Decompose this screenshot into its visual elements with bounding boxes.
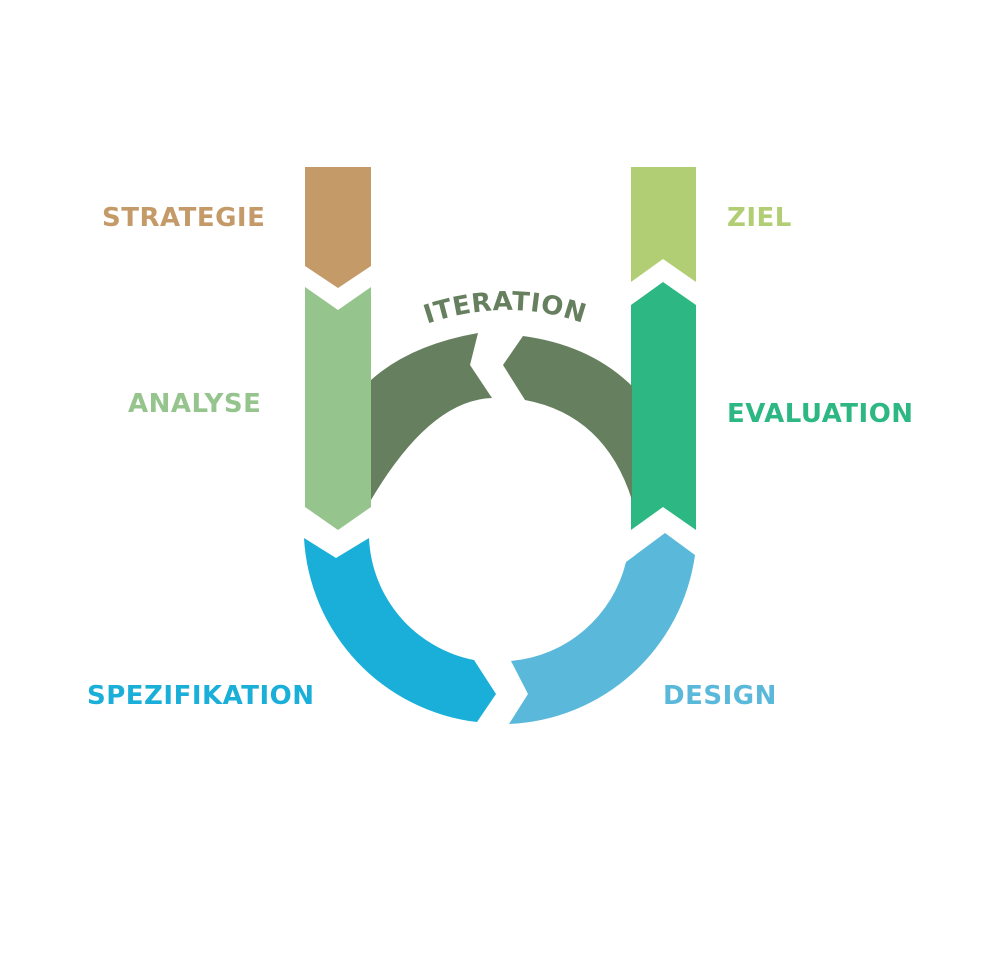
iteration-label-path: ITERATION [420,287,589,331]
strategie-label: STRATEGIE [102,203,266,233]
design-label: DESIGN [663,681,777,711]
iteration-arc-left [371,333,492,500]
spezifikation-label: SPEZIFIKATION [87,681,315,711]
evaluation-block [631,282,696,530]
spezifikation-arc [304,538,496,722]
ziel-label: ZIEL [727,203,792,233]
iteration-arc-right [503,336,632,500]
analyse-label: ANALYSE [128,389,262,419]
analyse-block [305,287,371,530]
strategie-block [305,167,371,288]
design-arc [509,533,695,724]
evaluation-label: EVALUATION [727,399,914,429]
ziel-block [631,167,696,282]
iteration-label: ITERATION [420,287,590,331]
